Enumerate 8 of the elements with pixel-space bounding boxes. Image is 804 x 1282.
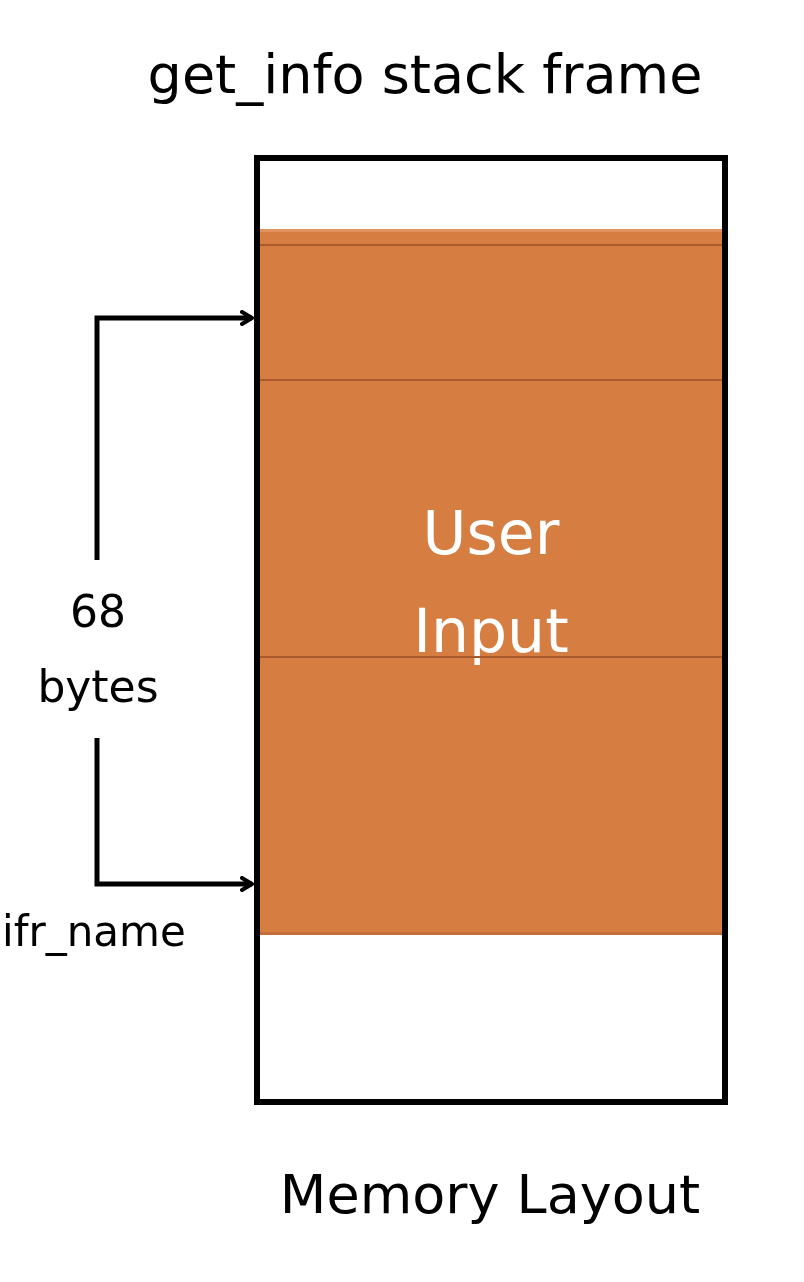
arrow (94, 310, 254, 560)
frame-title: get_info stack frame (146, 42, 704, 108)
user-input-region: User Input (260, 229, 722, 935)
size-text: 68 bytes (14, 560, 182, 738)
stack-frame-box (254, 155, 728, 1105)
caption-text: Memory Layout (278, 1162, 702, 1228)
pointer-label: ifr_name (2, 906, 187, 958)
arrow (94, 738, 254, 892)
